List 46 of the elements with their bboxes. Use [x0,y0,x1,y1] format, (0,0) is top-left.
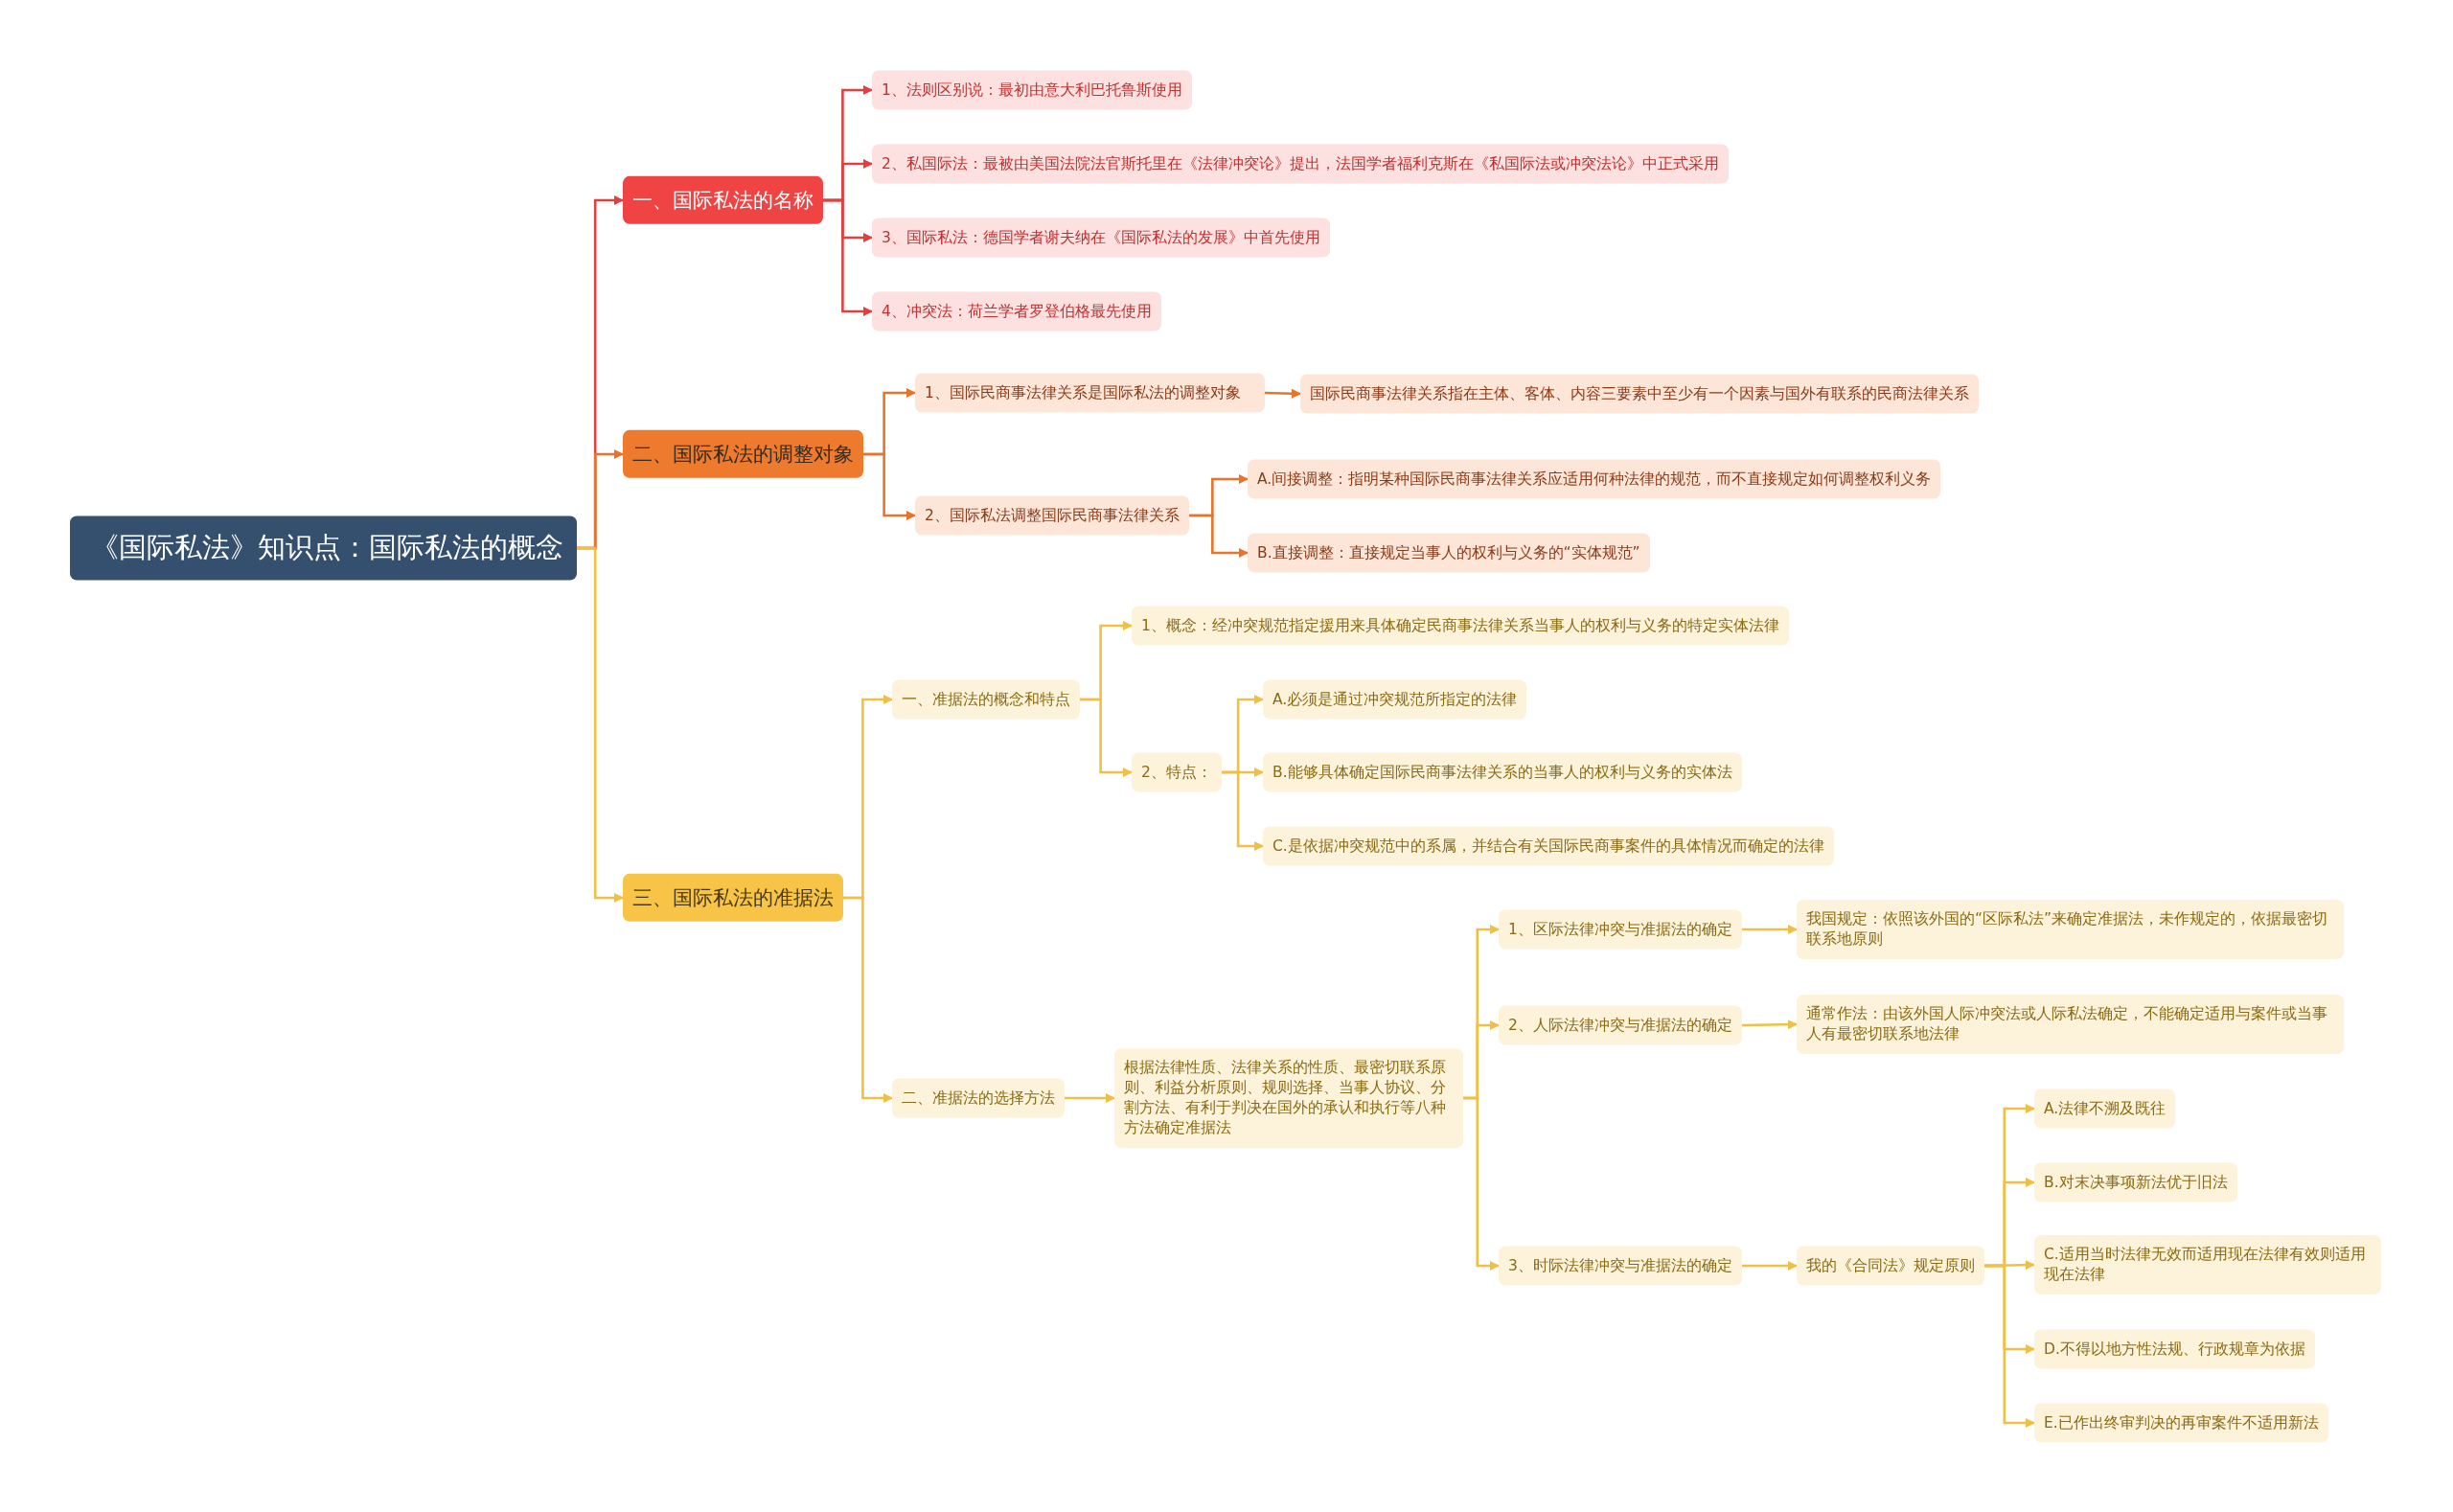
subtopic: 3、国际私法：德国学者谢夫纳在《国际私法的发展》中首先使用 [872,218,1330,258]
subtopic: 根据法律性质、法律关系的性质、最密切联系原则、利益分析原则、规则选择、当事人协议、分割方法、有利于判决在国外的承认和执行等八种方法确定准据法 [1114,1048,1463,1148]
subtopic: 2、人际法律冲突与准据法的确定 [1499,1005,1742,1045]
connector-arrow [577,546,625,904]
connector-arrow [1264,388,1302,399]
connector-arrow [1080,698,1134,778]
subtopic: 2、国际私法调整国际民商事法律关系 [915,495,1189,536]
connector-arrow [1984,1264,2036,1429]
subtopic: B.能够具体确定国际民商事法律关系的当事人的权利与义务的实体法 [1263,752,1742,792]
subtopic: 我国规定：依照该外国的“区际私法”来确定准据法，未作规定的，依据最密切联系地原则 [1797,900,2344,959]
subtopic: 一、准据法的概念和特点 [892,679,1080,720]
subtopic: A.必须是通过冲突规范所指定的法律 [1263,679,1527,720]
subtopic: D.不得以地方性法规、行政规章为依据 [2034,1329,2315,1369]
connector-arrow [863,452,917,521]
subtopic: 3、时际法律冲突与准据法的确定 [1499,1246,1742,1286]
subtopic: 通常作法：由该外国人际冲突法或人际私法确定，不能确定适用与案件或当事人有最密切联系地法律 [1797,995,2344,1054]
subtopic: 1、国际民商事法律关系是国际私法的调整对象 [915,373,1265,413]
connector-arrow [1065,1092,1116,1104]
subtopic: 2、特点： [1132,752,1222,792]
branch-topic: 三、国际私法的准据法 [623,873,843,923]
subtopic: B.对末决事项新法优于旧法 [2034,1162,2237,1203]
subtopic: 二、准据法的选择方法 [892,1078,1065,1118]
subtopic: C.适用当时法律无效而适用现在法律有效则适用现在法律 [2034,1235,2381,1294]
connector-arrow [1741,1019,1799,1030]
subtopic: C.是依据冲突规范中的系属，并结合有关国际民商事案件的具体情况而确定的法律 [1263,826,1834,866]
connector-arrow [1463,1096,1501,1271]
branch-topic: 二、国际私法的调整对象 [623,429,863,479]
subtopic: 2、私国际法：最被由美国法院法官斯托里在《法律冲突论》提出，法国学者福利克斯在《私国际法或冲突法论》中正式采用 [872,144,1729,184]
subtopic: E.已作出终审判决的再审案件不适用新法 [2034,1403,2328,1443]
subtopic: 1、法则区别说：最初由意大利巴托鲁斯使用 [872,70,1192,110]
root-topic: 《国际私法》知识点：国际私法的概念 [70,515,577,581]
subtopic: A.间接调整：指明某种国际民商事法律关系应适用何种法律的规范，而不直接规定如何调整权利义务 [1248,459,1941,499]
connector-arrow [823,198,874,317]
subtopic: 4、冲突法：荷兰学者罗登伯格最先使用 [872,291,1161,332]
subtopic: 国际民商事法律关系指在主体、客体、内容三要素中至少有一个因素与国外有联系的民商法律关系 [1300,374,1979,414]
subtopic: A.法律不溯及既往 [2034,1088,2176,1129]
connector-arrow [1221,770,1265,852]
subtopic: B.直接调整：直接规定当事人的权利与义务的“实体规范” [1248,533,1650,573]
connector-arrow [843,896,894,1104]
connector-arrow [1188,514,1249,559]
subtopic: 1、概念：经冲突规范指定援用来具体确定民商事法律关系当事人的权利与义务的特定实体法律 [1132,606,1789,646]
subtopic: 我的《合同法》规定原则 [1797,1246,1984,1286]
branch-topic: 一、国际私法的名称 [623,175,823,225]
connector-arrow [1741,924,1799,935]
connector-arrow [1741,1260,1799,1271]
subtopic: 1、区际法律冲突与准据法的确定 [1499,909,1742,950]
